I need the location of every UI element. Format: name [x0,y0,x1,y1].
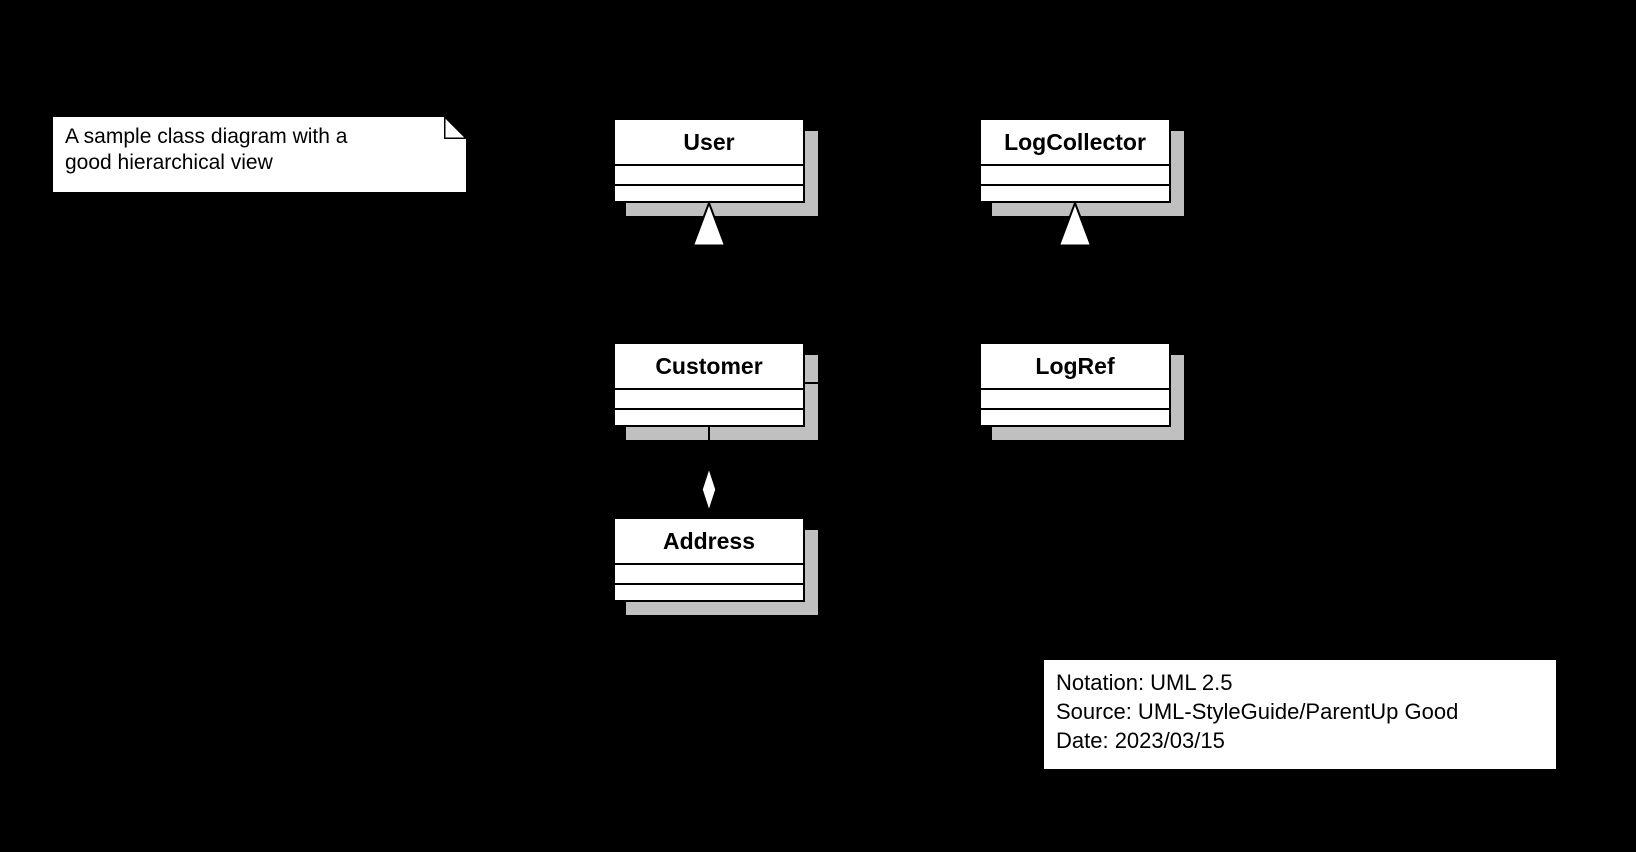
attributes-compartment [981,388,1169,408]
attributes-compartment [615,563,803,583]
legend-box: Notation: UML 2.5 Source: UML-StyleGuide… [1044,660,1556,769]
legend-line-source: Source: UML-StyleGuide/ParentUp Good [1056,699,1459,724]
class-box: User [613,118,805,203]
generalization-triangle-icon [1057,202,1093,247]
attributes-compartment [615,164,803,184]
operations-compartment [615,408,803,425]
aggregation-diamond-icon [701,467,717,512]
note-fold-icon [444,117,466,139]
attributes-compartment [615,388,803,408]
class-name-label: Address [662,527,756,554]
class-logcollector: LogCollector [979,118,1184,216]
operations-compartment [981,408,1169,425]
note-text-line: A sample class diagram with a [65,125,348,148]
class-user: User [613,118,818,216]
class-box: Address [613,517,805,602]
class-box: LogRef [979,342,1171,427]
edge-association-customer-logref [804,382,979,384]
generalization-triangle-icon [691,202,727,247]
class-address: Address [613,517,818,615]
note-text-line: good hierarchical view [65,151,273,174]
note: A sample class diagram with a good hiera… [53,117,466,192]
operations-compartment [615,184,803,201]
edge-generalization-customer-user [708,246,710,342]
class-customer: Customer [613,342,818,440]
class-box: Customer [613,342,805,427]
legend-line-date: Date: 2023/03/15 [1056,728,1225,753]
class-name-label: LogCollector [1004,128,1146,155]
class-box: LogCollector [979,118,1171,203]
class-logref: LogRef [979,342,1184,440]
attributes-compartment [981,164,1169,184]
class-name-label: LogRef [1035,352,1115,379]
note-text: A sample class diagram with a good hiera… [53,117,466,183]
class-name-label: Customer [655,352,763,379]
legend-text: Notation: UML 2.5 Source: UML-StyleGuide… [1044,660,1556,763]
operations-compartment [981,184,1169,201]
legend-line-notation: Notation: UML 2.5 [1056,670,1233,695]
operations-compartment [615,583,803,600]
edge-generalization-logref-logcollector [1074,246,1076,342]
class-name-label: User [683,128,735,155]
